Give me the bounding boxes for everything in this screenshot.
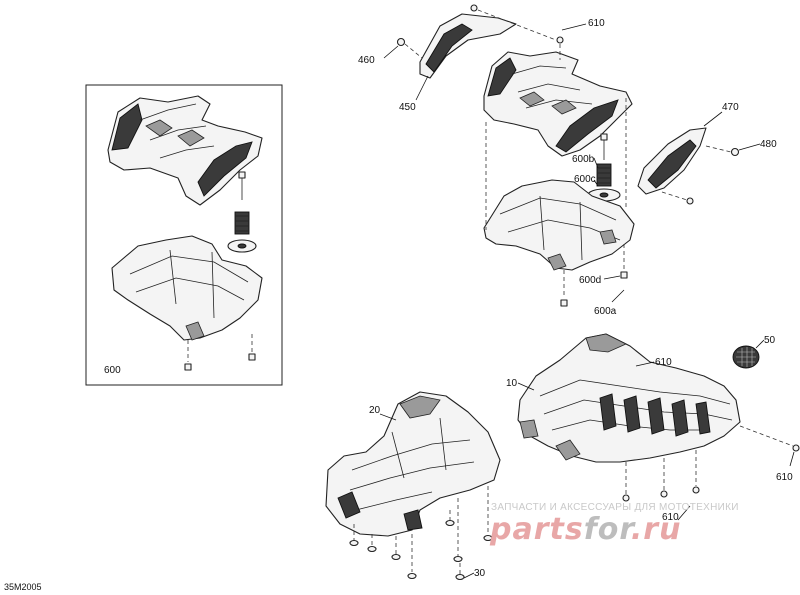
callout-460: 460 [358, 55, 375, 66]
callout-600d: 600d [579, 275, 601, 286]
watermark-brand-part1: parts [489, 512, 584, 547]
watermark: ЗАПЧАСТИ И АКСЕССУАРЫ ДЛЯ МОТОТЕХНИКИ pa… [489, 502, 739, 547]
inset-upper-shroud [107, 95, 263, 206]
callout-50: 50 [764, 335, 776, 346]
part-470-deflector: 470 [637, 102, 739, 195]
screw-610-right: 610 [739, 425, 800, 483]
part-450-deflector: 450 [399, 13, 517, 113]
watermark-brand-part3: .ru [631, 512, 682, 547]
callout-600: 600 [104, 365, 121, 376]
screws-610-lower: 610 [622, 450, 700, 523]
housing-ribs [599, 393, 711, 437]
watermark-brand-part2: for [584, 512, 637, 547]
part-30-fasteners: 30 [349, 486, 493, 581]
part-50-grille: 50 [732, 335, 776, 369]
part-10-housing: 10 610 [506, 333, 741, 463]
assembly-600-inset: 600 [85, 84, 283, 386]
inset-fasteners [184, 334, 256, 371]
callout-450: 450 [399, 102, 416, 113]
part-20-shield: 20 [325, 391, 501, 537]
callout-610-mid: 610 [655, 357, 672, 368]
inset-frame [85, 84, 283, 386]
watermark-brand: partsfor.ru [489, 512, 681, 547]
top-screw [470, 4, 557, 41]
callout-610-top: 610 [588, 18, 605, 29]
inset-lower-frame [111, 235, 263, 341]
callout-600c: 600c [574, 174, 596, 185]
main-lower-frame [483, 179, 635, 271]
fastener-600d: 600d [579, 244, 628, 286]
main-upper-shroud [483, 36, 633, 157]
small-screw-470 [661, 191, 694, 205]
callout-610-right: 610 [776, 472, 793, 483]
callout-30: 30 [474, 568, 486, 579]
callout-610-low: 610 [662, 512, 679, 523]
callout-470: 470 [722, 102, 739, 113]
callout-600a: 600a [594, 306, 617, 317]
watermark-caption: ЗАПЧАСТИ И АКСЕССУАРЫ ДЛЯ МОТОТЕХНИКИ [491, 502, 739, 513]
callout-480: 480 [760, 139, 777, 150]
fastener-600a: 600a [560, 270, 625, 317]
part-460-screw: 460 [358, 37, 423, 66]
part-480-screw: 480 [705, 139, 777, 157]
mount-stack-600: 600b 600c [572, 133, 621, 202]
callout-600b: 600b [572, 154, 595, 165]
callout-20: 20 [369, 405, 381, 416]
inset-mount-stack [227, 171, 257, 253]
diagram-id: 35M2005 [4, 582, 42, 592]
callout-10: 10 [506, 378, 518, 389]
